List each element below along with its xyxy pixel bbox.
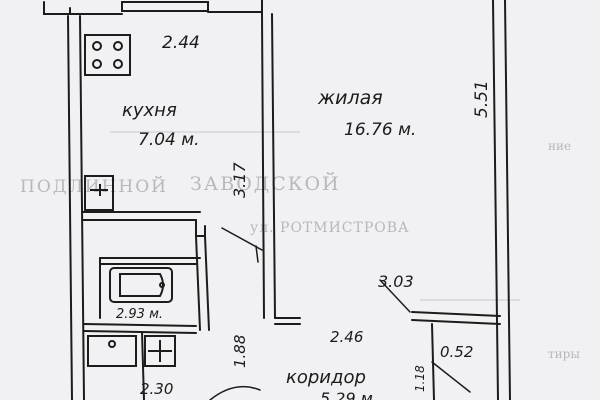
kitchen-sink-icon xyxy=(84,175,114,211)
dim-kitchen-width: 2.44 xyxy=(162,33,200,53)
bathroom-area: 2.93 м. xyxy=(116,307,163,322)
walls xyxy=(43,0,511,400)
dim-kitchen-wall-height: 3.17 xyxy=(230,162,249,198)
bleed-text-1: ЗАВОДСКОЙ xyxy=(190,172,341,195)
dim-living-width: 3.03 xyxy=(378,272,414,291)
kitchen-name: кухня xyxy=(122,100,177,121)
washbasin-icon xyxy=(144,335,176,367)
bleed-text-4: ние xyxy=(548,139,571,153)
bleed-text-2: ул. РОТМИСТРОВА xyxy=(250,220,410,236)
background-bleed: ЗАВОДСКОЙ ул. РОТМИСТРОВА ПОДЛИННОЙ ние … xyxy=(20,131,580,361)
toilet-icon xyxy=(87,335,137,367)
stove-icon xyxy=(84,34,131,76)
dim-bath-depth: 1.88 xyxy=(231,335,249,368)
living-name: жилая xyxy=(317,87,383,109)
corridor-area: 5.29 м. xyxy=(320,389,378,400)
kitchen-area: 7.04 м. xyxy=(138,130,199,150)
living-area: 16.76 м. xyxy=(344,120,416,140)
corridor-name: коридор xyxy=(286,367,366,388)
bleed-text-3: ПОДЛИННОЙ xyxy=(20,176,168,197)
dim-corridor-width: 2.46 xyxy=(330,328,363,346)
dim-living-length: 5.51 xyxy=(472,80,492,118)
dim-wc-width: 2.30 xyxy=(140,380,173,398)
dim-corridor-depth: 1.18 xyxy=(413,365,427,392)
bleed-text-5: тиры xyxy=(548,347,580,361)
dim-storage-width: 0.52 xyxy=(440,343,473,361)
bathtub-icon xyxy=(109,267,173,303)
